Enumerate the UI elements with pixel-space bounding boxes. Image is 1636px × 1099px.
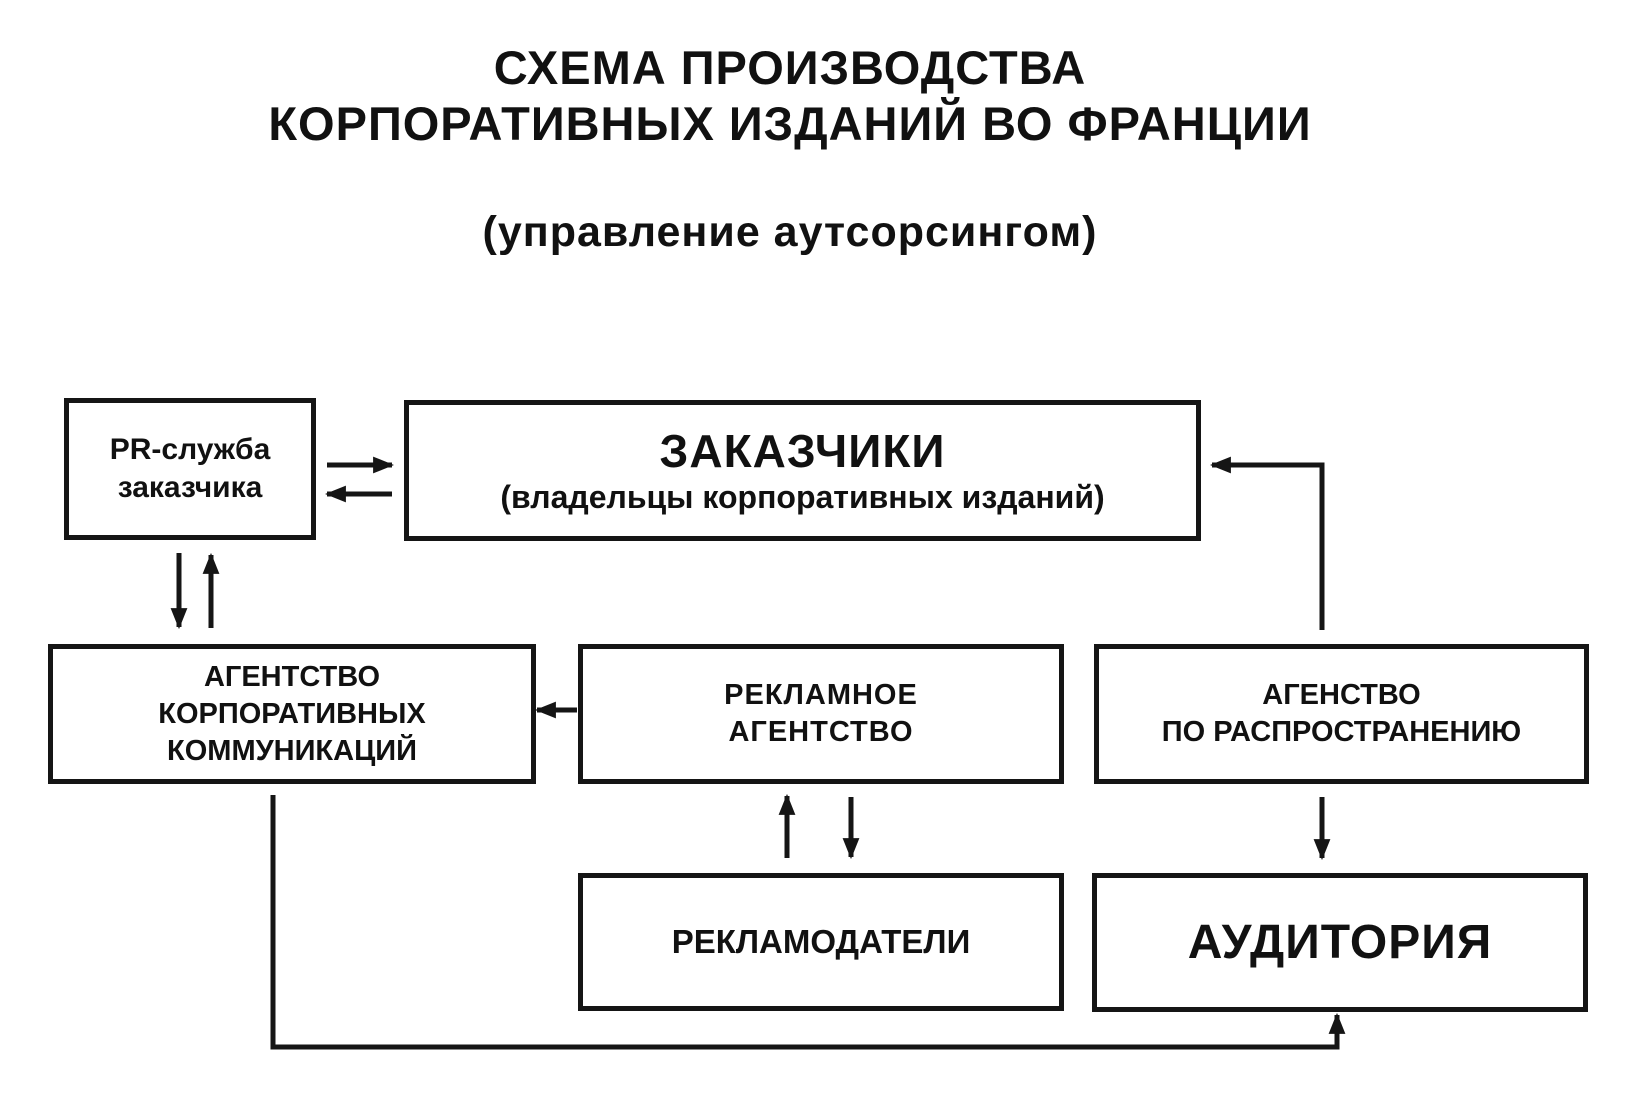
node-distribution-agency: АГЕНСТВО ПО РАСПРОСТРАНЕНИЮ [1094,644,1589,784]
node-customers: ЗАКАЗЧИКИ (владельцы корпоративных издан… [404,400,1201,541]
node-ad-agency-line-2: АГЕНТСТВО [728,716,914,748]
node-distribution-agency-line-1: АГЕНСТВО [1262,679,1421,711]
diagram-title-line-1: СХЕМА ПРОИЗВОДСТВА [493,41,1087,94]
arrow-corp-agency-to-audience [270,795,1346,1050]
node-pr-service-line-1: PR-служба [109,433,271,466]
node-ad-agency-line-1: РЕКЛАМНОЕ [724,679,918,711]
node-corp-comm-agency-line-2: КОРПОРАТИВНЫХ [158,697,426,730]
node-corp-comm-agency-line-1: АГЕНТСТВО [203,660,381,693]
node-corp-comm-agency: АГЕНТСТВО КОРПОРАТИВНЫХ КОММУНИКАЦИЙ [48,644,536,784]
arrow-distribution-to-customers [1209,456,1325,630]
node-corp-comm-agency-line-3: КОММУНИКАЦИЙ [167,734,417,767]
node-ad-agency: РЕКЛАМНОЕ АГЕНТСТВО [578,644,1064,784]
node-customers-title: ЗАКАЗЧИКИ [659,424,946,477]
node-audience-label: АУДИТОРИЯ [1187,916,1493,969]
node-customers-subtitle: (владельцы корпоративных изданий) [500,478,1105,515]
node-advertisers-label: РЕКЛАМОДАТЕЛИ [671,923,971,960]
node-advertisers: РЕКЛАМОДАТЕЛИ [578,873,1064,1011]
node-pr-service-line-2: заказчика [117,471,263,504]
node-pr-service: PR-служба заказчика [64,398,316,540]
diagram-title-line-2: КОРПОРАТИВНЫХ ИЗДАНИЙ ВО ФРАНЦИИ [268,97,1312,150]
node-audience: АУДИТОРИЯ [1092,873,1588,1012]
diagram-subtitle: (управление аутсорсингом) [482,208,1098,256]
node-distribution-agency-line-2: ПО РАСПРОСТРАНЕНИЮ [1161,716,1522,748]
